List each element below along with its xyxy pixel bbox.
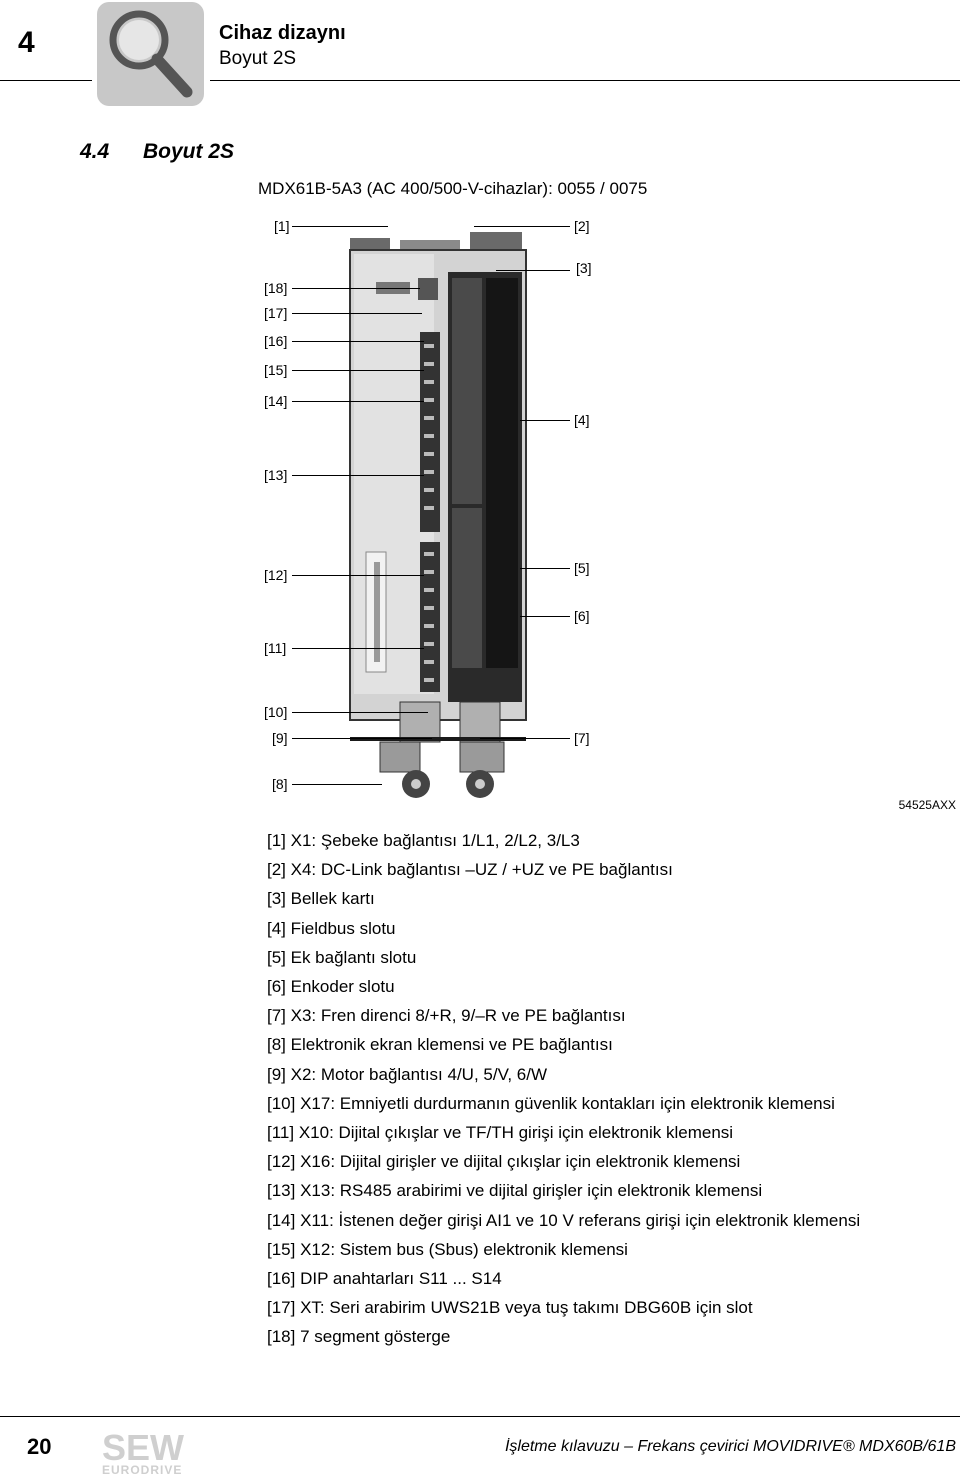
callout-8: [8] (272, 776, 288, 792)
callout-9: [9] (272, 730, 288, 746)
callout-line (520, 420, 570, 421)
callout-line (292, 370, 424, 371)
sew-eurodrive-logo: SEW EURODRIVE (102, 1428, 184, 1476)
legend-item: [7] X3: Fren direnci 8/+R, 9/–R ve PE ba… (267, 1006, 626, 1026)
callout-18: [18] (264, 280, 288, 296)
callout-16: [16] (264, 333, 288, 349)
figure-id: 54525AXX (898, 798, 956, 812)
svg-text:EURODRIVE: EURODRIVE (102, 1463, 182, 1476)
legend-item: [15] X12: Sistem bus (Sbus) elektronik k… (267, 1239, 628, 1259)
legend-item: [18] 7 segment gösterge (267, 1327, 451, 1347)
callout-6: [6] (574, 608, 590, 624)
chapter-number: 4 (18, 26, 35, 59)
callout-5: [5] (574, 560, 590, 576)
callout-line (292, 475, 424, 476)
legend-item: [2] X4: DC-Link bağlantısı –UZ / +UZ ve … (267, 860, 673, 880)
callout-line (496, 270, 570, 271)
legend-item: [6] Enkoder slotu (267, 977, 395, 997)
page-number: 20 (27, 1434, 52, 1459)
legend-item: [8] Elektronik ekran klemensi ve PE bağl… (267, 1035, 613, 1055)
callout-line (292, 288, 420, 289)
legend-item: [12] X16: Dijital girişler ve dijital çı… (267, 1152, 741, 1172)
callout-13: [13] (264, 467, 288, 483)
callout-line (292, 712, 428, 713)
callout-3: [3] (576, 260, 592, 276)
callout-4: [4] (574, 412, 590, 428)
chapter-subtitle: Boyut 2S (219, 48, 297, 69)
section-number: 4.4 (80, 140, 110, 163)
section-title: Boyut 2S (143, 140, 235, 163)
device-illustration (349, 232, 527, 798)
callout-10: [10] (264, 704, 288, 720)
callout-line (292, 738, 432, 739)
callout-line (292, 648, 424, 649)
callout-line (520, 616, 570, 617)
legend-item: [9] X2: Motor bağlantısı 4/U, 5/V, 6/W (267, 1064, 548, 1084)
legend-list: [1] X1: Şebeke bağlantısı 1/L1, 2/L2, 3/… (267, 826, 860, 1352)
header-rule-right (210, 80, 960, 81)
callout-line (292, 401, 424, 402)
device-line: MDX61B-5A3 (AC 400/500-V-cihazlar): 0055… (258, 179, 648, 198)
callout-15: [15] (264, 362, 288, 378)
legend-item: [3] Bellek kartı (267, 889, 375, 909)
header-rule-left (0, 80, 92, 81)
callout-line (292, 313, 422, 314)
legend-item: [1] X1: Şebeke bağlantısı 1/L1, 2/L2, 3/… (267, 831, 580, 850)
legend-item: [14] X11: İstenen değer girişi AI1 ve 10… (267, 1210, 861, 1230)
legend-item: [11] X10: Dijital çıkışlar ve TF/TH giri… (267, 1123, 734, 1143)
legend-item: [10] X17: Emniyetli durdurmanın güvenlik… (267, 1093, 835, 1113)
legend-item: [5] Ek bağlantı slotu (267, 947, 417, 967)
magnifier-icon (97, 2, 204, 106)
callout-12: [12] (264, 567, 288, 583)
callout-14: [14] (264, 393, 288, 409)
callout-line (474, 226, 570, 227)
footer-text: İşletme kılavuzu – Frekans çevirici MOVI… (504, 1438, 956, 1455)
legend-item: [13] X13: RS485 arabirimi ve dijital gir… (267, 1181, 763, 1201)
callout-line (480, 738, 570, 739)
legend-item: [16] DIP anahtarları S11 ... S14 (267, 1269, 502, 1289)
chapter-title: Cihaz dizaynı (219, 22, 346, 44)
callout-7: [7] (574, 730, 590, 746)
callout-line (292, 341, 424, 342)
callout-11: [11] (264, 640, 287, 656)
callout-line (292, 784, 382, 785)
footer-rule (0, 1416, 960, 1417)
callout-line (520, 568, 570, 569)
callout-2: [2] (574, 218, 590, 234)
callout-17: [17] (264, 305, 288, 321)
svg-text:SEW: SEW (102, 1428, 184, 1468)
callout-line (292, 226, 388, 227)
legend-item: [4] Fieldbus slotu (267, 918, 396, 938)
callout-line (292, 575, 424, 576)
legend-item: [17] XT: Seri arabirim UWS21B veya tuş t… (267, 1298, 753, 1318)
callout-1: [1] (274, 218, 290, 234)
